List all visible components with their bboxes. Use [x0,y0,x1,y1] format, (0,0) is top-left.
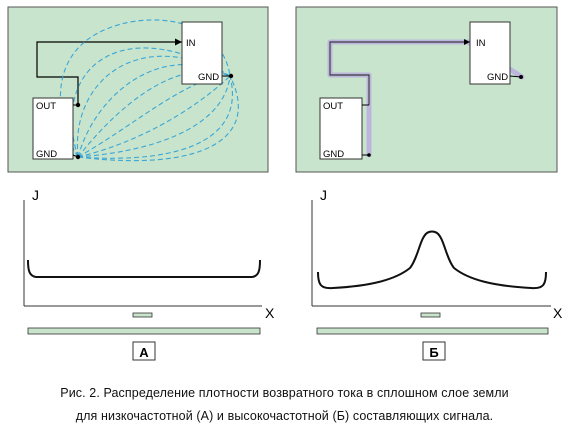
pin-out-label-b: OUT [323,101,343,112]
pin-gnd-top-label-b: GND [487,72,508,83]
panel-label-b: Б [429,345,438,360]
figure-caption-line-2: для низкочастотной (А) и высокочастотной… [75,409,494,423]
y-axis-label-a: J [32,187,39,203]
pin-gnd-bottom-label-a: GND [36,149,57,160]
ic-top-b [469,21,511,85]
current-density-curve-a [27,259,261,278]
signal-trace-section-a [132,312,153,318]
x-axis-label-b: X [553,305,563,321]
signal-trace-a [36,41,182,105]
pin-gnd-top-dot-b [519,75,523,79]
ic-bottom-b [319,97,363,160]
current-density-curve-b [317,230,547,290]
signal-arrow-b [464,39,470,45]
ground-plane-section-a [27,327,261,335]
panel-label-box-a [132,341,156,361]
ground-plane-section-b [316,327,549,335]
panel-a-board: IN GND OUT GND [7,6,269,173]
signal-trace-section-b [420,312,441,318]
pin-out-dot-a [75,102,81,108]
panel-b-graph: J X Б [311,187,563,361]
pin-gnd-bottom-dot-b [367,153,371,157]
figure-caption-line-1: Рис. 2. Распределение плотности возвратн… [60,386,509,400]
diagram-scene: IN GND OUT GND IN GND OUT GND [7,6,563,361]
ic-bottom-a [32,97,74,160]
x-axis-label-a: X [265,305,275,321]
pin-gnd-bottom-label-b: GND [323,149,344,160]
y-axis-label-b: J [320,187,327,203]
pin-out-label-a: OUT [36,101,56,112]
panel-b-board: IN GND OUT GND [295,6,558,173]
panel-label-box-b [422,341,446,361]
pin-gnd-top-dot-a [228,73,234,79]
pin-gnd-top-label-a: GND [198,72,219,83]
panel-a-graph: J X А [23,187,275,361]
signal-trace-b [329,41,470,105]
pin-in-label-b: IN [476,38,486,49]
ic-top-a [181,21,223,85]
pin-in-label-a: IN [186,38,196,49]
signal-arrow-a [175,38,182,46]
pin-gnd-bottom-dot-a [75,154,81,160]
panel-label-a: А [139,345,149,360]
